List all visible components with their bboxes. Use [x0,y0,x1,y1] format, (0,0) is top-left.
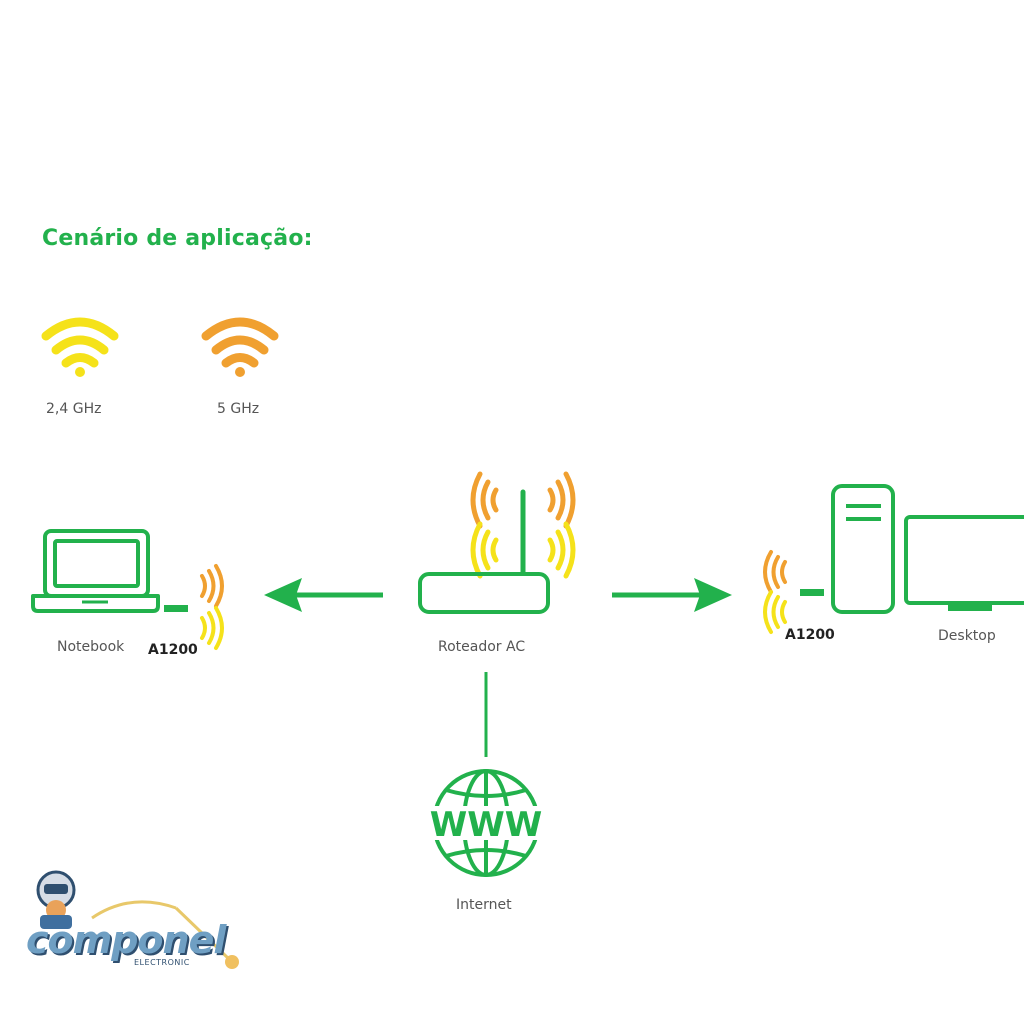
band-24ghz-label: 2,4 GHz [46,401,102,417]
arrow-right-icon [612,578,732,612]
diagram-title: Cenário de aplicação: [42,226,313,251]
adapter-left-label: A1200 [148,642,198,658]
desktop-tower-icon [831,484,895,614]
notebook-label: Notebook [57,639,125,655]
www-label: WWW [430,805,543,845]
wifi-5ghz-icon [201,317,279,377]
logo-sub: ELECTRONIC [134,958,190,967]
usb-adapter-icon [763,550,824,634]
band-5ghz-label: 5 GHz [217,401,260,417]
usb-adapter-icon [164,564,224,650]
monitor-icon [904,515,1024,611]
componel-logo [36,870,239,969]
router-icon [418,471,576,614]
logo-brand: componel [26,918,226,962]
globe-www-icon: WWW [426,769,546,877]
router-label: Roteador AC [438,639,526,655]
arrow-left-icon [264,578,383,612]
adapter-right-label: A1200 [785,627,835,643]
internet-label: Internet [456,897,512,913]
notebook-icon [31,529,160,613]
desktop-label: Desktop [938,628,996,644]
wifi-24ghz-icon [41,317,119,377]
